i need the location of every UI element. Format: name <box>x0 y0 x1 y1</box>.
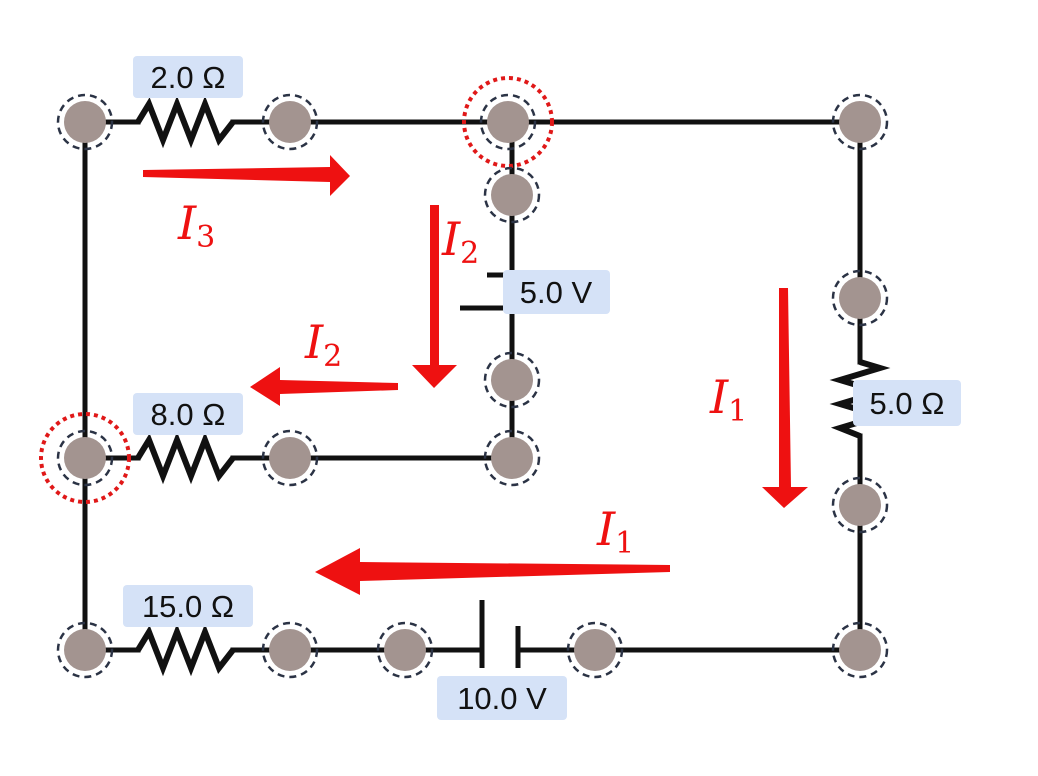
label-r-bottom-text: 15.0 Ω <box>142 589 234 624</box>
label-r-mid: 8.0 Ω <box>133 393 243 435</box>
node-bottom-right[interactable] <box>831 621 889 679</box>
arrow-i1-vertical <box>762 288 808 508</box>
junction-marker-top <box>462 76 554 168</box>
current-label-i2-horizontal: I2 <box>304 315 342 374</box>
node-top-left[interactable] <box>56 93 114 151</box>
node-top-junction[interactable] <box>479 93 537 151</box>
arrow-i2-horizontal <box>250 367 398 406</box>
arrow-i3 <box>143 155 350 196</box>
node-right-lower[interactable] <box>831 476 889 534</box>
current-label-i1-vertical: I1 <box>709 370 747 429</box>
node-left-junction[interactable] <box>56 429 114 487</box>
node-bottom-left[interactable] <box>56 621 114 679</box>
node-mid-lower[interactable] <box>483 351 541 409</box>
label-r-right-text: 5.0 Ω <box>870 386 945 421</box>
node-mid-r8[interactable] <box>261 429 319 487</box>
node-top-right[interactable] <box>831 93 889 151</box>
node-top-r2[interactable] <box>261 93 319 151</box>
resistor-2ohm <box>135 95 236 149</box>
node-right-upper[interactable] <box>831 269 889 327</box>
label-battery-mid: 5.0 V <box>503 270 610 314</box>
current-label-i3: I3 <box>177 196 215 255</box>
resistor-15ohm <box>135 623 236 677</box>
resistor-8ohm <box>135 431 236 485</box>
node-bottom-battery-left[interactable] <box>376 621 434 679</box>
junction-marker-left <box>39 412 131 504</box>
arrow-i1-horizontal <box>315 548 670 595</box>
label-battery-mid-text: 5.0 V <box>520 275 593 310</box>
node-bottom-r15[interactable] <box>261 621 319 679</box>
battery-10v <box>479 600 521 668</box>
label-r-top: 2.0 Ω <box>133 56 243 98</box>
label-battery-bottom: 10.0 V <box>437 676 567 720</box>
label-r-bottom: 15.0 Ω <box>123 585 253 627</box>
current-label-i1-horizontal: I1 <box>596 502 634 561</box>
label-r-mid-text: 8.0 Ω <box>151 397 226 432</box>
label-battery-bottom-text: 10.0 V <box>457 681 547 716</box>
label-r-top-text: 2.0 Ω <box>151 60 226 95</box>
node-mid-corner[interactable] <box>483 429 541 487</box>
current-label-i2-vertical: I2 <box>441 212 479 271</box>
node-mid-upper[interactable] <box>483 166 541 224</box>
node-bottom-battery-right[interactable] <box>566 621 624 679</box>
label-r-right: 5.0 Ω <box>853 380 961 426</box>
arrow-i2-vertical <box>412 205 457 388</box>
